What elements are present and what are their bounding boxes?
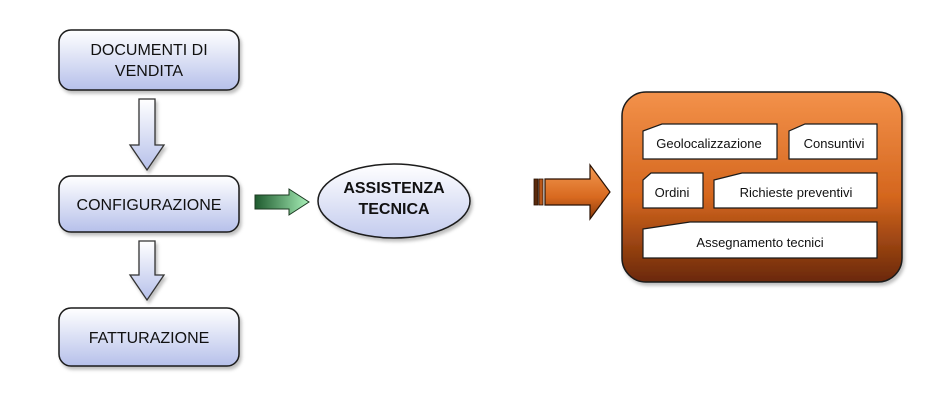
card-ordini-label: Ordini bbox=[655, 185, 690, 200]
right-arrow-green-icon bbox=[254, 188, 310, 216]
card-richieste-preventivi-label: Richieste preventivi bbox=[740, 185, 853, 200]
ellipse-line1: ASSISTENZA bbox=[343, 180, 445, 197]
card-richieste-preventivi bbox=[713, 172, 878, 209]
card-geolocalizzazione bbox=[642, 123, 778, 160]
card-geolocalizzazione-label: Geolocalizzazione bbox=[656, 136, 762, 151]
box-documenti-di-vendita bbox=[58, 29, 240, 91]
ellipse-line2: TECNICA bbox=[358, 201, 430, 218]
card-assegnamento-tecnici bbox=[642, 221, 878, 259]
card-ordini bbox=[642, 172, 704, 209]
box-configurazione-label: CONFIGURAZIONE bbox=[77, 197, 222, 214]
down-arrow-icon bbox=[128, 98, 166, 172]
box-fatturazione bbox=[58, 307, 240, 367]
card-assegnamento-tecnici-label: Assegnamento tecnici bbox=[696, 235, 823, 250]
box-configurazione bbox=[58, 175, 240, 233]
card-consuntivi bbox=[788, 123, 878, 160]
card-consuntivi-label: Consuntivi bbox=[804, 136, 865, 151]
box-documenti-line2: VENDITA bbox=[115, 63, 183, 80]
box-documenti-line1: DOCUMENTI DI bbox=[90, 42, 207, 59]
right-arrow-orange-icon bbox=[533, 163, 611, 221]
down-arrow-icon bbox=[128, 240, 166, 302]
box-fatturazione-label: FATTURAZIONE bbox=[89, 330, 210, 347]
ellipse-assistenza-tecnica bbox=[317, 163, 471, 239]
